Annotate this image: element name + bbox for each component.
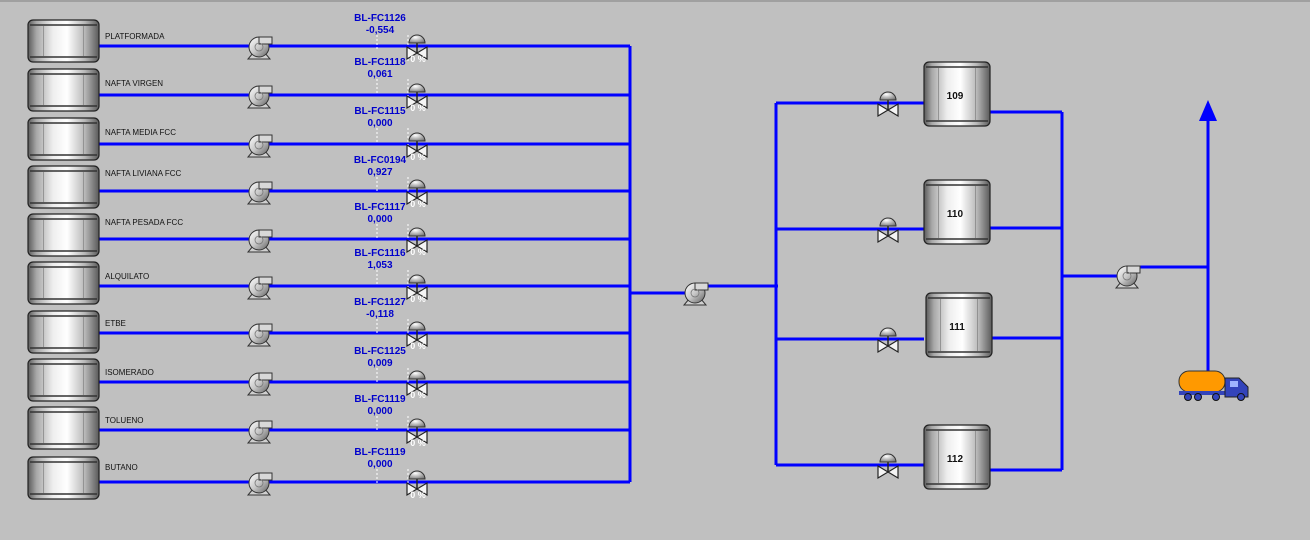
flow-controller-tag: BL-FC1119: [354, 394, 406, 405]
valve-opening-percent: 0 %: [410, 54, 426, 64]
valve-opening-percent: 0 %: [410, 438, 426, 448]
flow-controller-tag: BL-FC1127: [354, 297, 406, 308]
feed-line-row: PLATFORMADA BL-FC1126-0,554 0 %: [27, 13, 428, 64]
valve-opening-percent: 0 %: [410, 152, 426, 162]
flow-controller-tag: BL-FC1118: [354, 57, 406, 68]
feed-tank-icon[interactable]: [27, 117, 100, 161]
flow-value: -0,118: [366, 309, 394, 320]
product-tank-row: 110: [877, 179, 991, 245]
feed-tank-name: NAFTA MEDIA FCC: [105, 128, 176, 137]
pump-icon[interactable]: [247, 323, 273, 347]
product-tank-icon[interactable]: [925, 292, 993, 358]
valve-opening-percent: 0 %: [410, 199, 426, 209]
valve-opening-percent: 0 %: [410, 294, 426, 304]
feed-tank-icon[interactable]: [27, 406, 100, 450]
product-tank-icon[interactable]: [923, 424, 991, 490]
blend-pump-icon[interactable]: [683, 282, 709, 306]
flow-value: 0,061: [367, 69, 392, 80]
flow-value: 0,000: [367, 214, 392, 225]
flow-controller-tag: BL-FC1125: [354, 346, 406, 357]
feed-tank-icon[interactable]: [27, 261, 100, 305]
valve-opening-percent: 0 %: [410, 247, 426, 257]
feed-tank-name: ALQUILATO: [105, 272, 149, 281]
tanker-truck-icon[interactable]: [1178, 370, 1249, 401]
feed-tank-name: ETBE: [105, 319, 126, 328]
pipe-network: [98, 44, 1210, 484]
product-tank-row: 112: [877, 424, 991, 490]
feed-tank-name: ISOMERADO: [105, 368, 154, 377]
flow-value: 0,000: [367, 459, 392, 470]
feed-tank-icon[interactable]: [27, 68, 100, 112]
pump-icon[interactable]: [247, 36, 273, 60]
product-tank-row: 109: [877, 61, 991, 127]
product-tanks: 109 110 111 112: [877, 61, 993, 490]
flow-controller-tag: BL-FC1119: [354, 447, 406, 458]
feed-tank-icon[interactable]: [27, 165, 100, 209]
flow-controller-tag: BL-FC1126: [354, 13, 406, 24]
valve-opening-percent: 0 %: [410, 103, 426, 113]
pump-icon[interactable]: [247, 229, 273, 253]
valve-opening-percent: 0 %: [410, 341, 426, 351]
product-tank-label: 110: [947, 209, 964, 220]
product-tank-icon[interactable]: [923, 61, 991, 127]
arrow-up-icon: [1199, 100, 1217, 121]
valve-opening-percent: 0 %: [410, 490, 426, 500]
feed-tank-name: TOLUENO: [105, 416, 144, 425]
pump-icon[interactable]: [247, 372, 273, 396]
feed-tank-name: NAFTA PESADA FCC: [105, 218, 183, 227]
pump-icon[interactable]: [247, 420, 273, 444]
product-tank-label: 112: [947, 454, 964, 465]
pump-icon[interactable]: [247, 472, 273, 496]
flow-controller-tag: BL-FC0194: [354, 155, 407, 166]
flow-value: 0,000: [367, 406, 392, 417]
pump-icon[interactable]: [247, 181, 273, 205]
pump-icon[interactable]: [247, 85, 273, 109]
product-tank-row: 111: [877, 292, 993, 358]
flow-value: -0,554: [366, 25, 395, 36]
product-tank-icon[interactable]: [923, 179, 991, 245]
product-tank-label: 111: [949, 322, 965, 333]
feed-tank-name: NAFTA VIRGEN: [105, 79, 163, 88]
feed-tank-icon[interactable]: [27, 358, 100, 402]
pump-icon[interactable]: [247, 276, 273, 300]
feed-tank-name: BUTANO: [105, 463, 138, 472]
flow-controller-tag: BL-FC1116: [354, 248, 406, 259]
feed-tank-icon[interactable]: [27, 310, 100, 354]
flow-value: 0,927: [367, 167, 392, 178]
product-tank-label: 109: [947, 91, 964, 102]
feed-tank-name: PLATFORMADA: [105, 32, 165, 41]
top-border: [0, 0, 1310, 2]
flow-value: 0,009: [367, 358, 392, 369]
feed-tank-icon[interactable]: [27, 213, 100, 257]
pump-icon[interactable]: [247, 134, 273, 158]
outlet-pump-icon[interactable]: [1115, 265, 1141, 289]
feed-tank-icon[interactable]: [27, 456, 100, 500]
flow-value: 0,000: [367, 118, 392, 129]
feed-tank-name: NAFTA LIVIANA FCC: [105, 169, 182, 178]
flow-controller-tag: BL-FC1115: [354, 106, 406, 117]
valve-opening-percent: 0 %: [410, 390, 426, 400]
flow-value: 1,053: [367, 260, 392, 271]
feed-tank-icon[interactable]: [27, 19, 100, 63]
feed-line-row: ETBE BL-FC1127-0,118 0 %: [27, 297, 428, 354]
flow-controller-tag: BL-FC1117: [354, 202, 406, 213]
